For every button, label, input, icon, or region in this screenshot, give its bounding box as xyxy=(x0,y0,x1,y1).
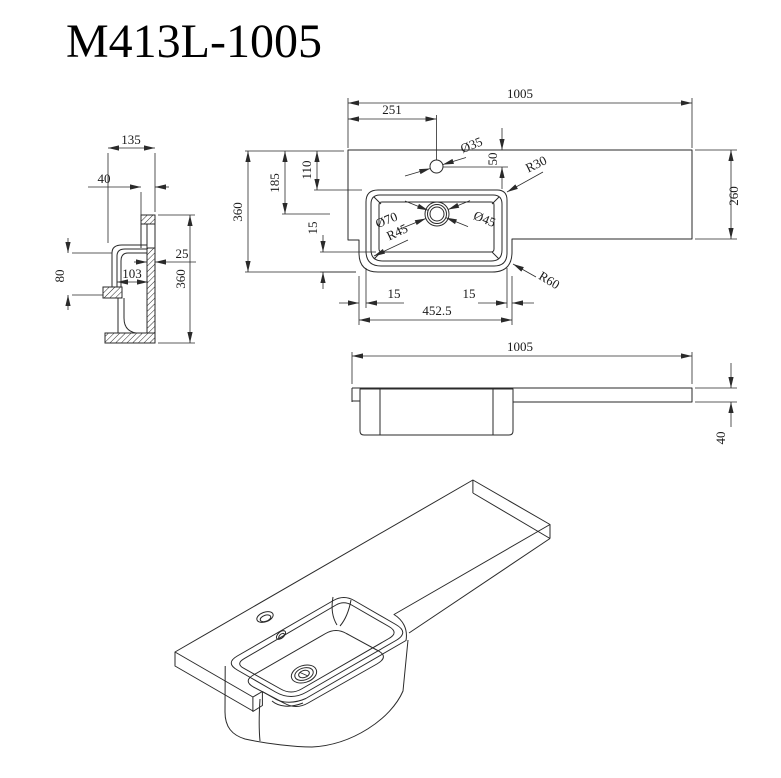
side-base xyxy=(104,332,156,344)
dim-plan-gap-bottom-right: 15 xyxy=(463,286,476,301)
plan-rim-outer xyxy=(365,189,508,267)
iso-basin-body xyxy=(224,639,409,748)
front-slab xyxy=(351,387,693,403)
plan-view: 1005 251 Ø35 50 R30 110 185 360 15 xyxy=(230,86,741,325)
dim-plan-faucet-dia: Ø35 xyxy=(458,134,484,156)
model-number-title: M413L-1005 xyxy=(66,15,322,68)
dim-side-wall-thickness: 25 xyxy=(176,246,189,261)
iso-overflow-hole xyxy=(275,630,287,640)
dim-side-inner-width: 103 xyxy=(122,266,142,281)
dim-side-total-height: 360 xyxy=(173,269,188,289)
plan-counter-outline xyxy=(347,149,693,273)
front-basin-box xyxy=(359,388,514,436)
dim-plan-corner-tr: R30 xyxy=(523,152,549,175)
dim-side-overhang: 40 xyxy=(98,171,111,186)
iso-rim-inner xyxy=(239,602,395,693)
isometric-view xyxy=(174,479,551,748)
iso-corner-wall xyxy=(331,596,352,627)
dim-plan-rim-inset: 110 xyxy=(299,160,314,179)
dim-plan-gap-bottom-left: 15 xyxy=(388,286,401,301)
front-elevation-view: 1005 40 xyxy=(351,339,737,445)
iso-rim-outer xyxy=(230,597,404,697)
iso-faucet-hole xyxy=(256,611,274,623)
side-front-flange xyxy=(102,286,123,299)
plan-rim-inner xyxy=(370,194,503,262)
dim-plan-right-depth: 260 xyxy=(726,186,741,206)
dim-plan-gap-left: 15 xyxy=(305,222,320,235)
iso-right-end-face xyxy=(472,480,551,539)
plan-bowl-bottom xyxy=(378,201,495,253)
dim-side-top-width: 135 xyxy=(121,132,141,147)
iso-bowl-floor xyxy=(247,630,384,707)
side-wall xyxy=(146,247,156,334)
plan-drain-outer xyxy=(424,201,450,227)
dim-plan-drain-offset: 185 xyxy=(267,173,282,193)
dim-front-total-width: 1005 xyxy=(507,339,533,354)
dim-plan-corner-br: R60 xyxy=(536,268,562,292)
dim-plan-total-width: 1005 xyxy=(507,86,533,101)
dim-plan-basin-width: 452.5 xyxy=(422,303,451,318)
iso-left-end-face xyxy=(174,652,254,712)
dim-front-slab-thickness: 40 xyxy=(713,432,728,445)
iso-front-face-edge xyxy=(408,538,551,634)
iso-drain xyxy=(290,664,318,684)
plan-drain-inner xyxy=(429,206,445,222)
iso-counter-top xyxy=(174,479,551,703)
dim-plan-total-depth: 360 xyxy=(230,202,245,222)
dim-side-front-height: 80 xyxy=(52,270,67,283)
dim-plan-faucet-offset: 251 xyxy=(382,102,402,117)
dim-plan-faucet-inset: 50 xyxy=(485,153,500,166)
plan-faucet-hole xyxy=(429,159,444,174)
iso-left-notch xyxy=(252,692,263,712)
side-section-view: 135 40 25 103 80 360 xyxy=(52,132,196,344)
side-wall-cap xyxy=(140,214,156,225)
plan-drain-mid xyxy=(427,204,447,224)
